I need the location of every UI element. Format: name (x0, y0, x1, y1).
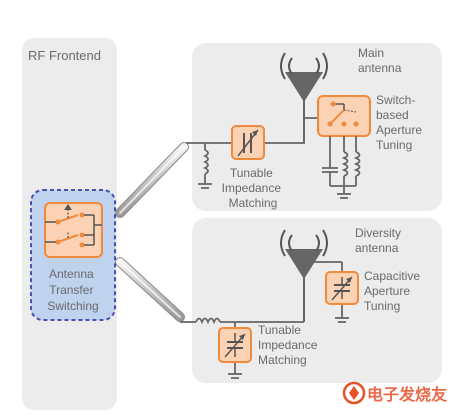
diversity-matching-label: Tunable Impedance Matching (258, 323, 321, 367)
ats-label: Antenna Transfer Switching (47, 267, 98, 313)
diversity-tunable-capacitor-icon (218, 327, 252, 363)
diversity-antenna-panel (192, 218, 442, 383)
watermark-text: 电子发烧友 (367, 385, 448, 404)
diversity-aperture-label: Capacitive Aperture Tuning (364, 269, 423, 313)
main-tunable-capacitor-icon (231, 125, 265, 160)
diversity-antenna-icon (280, 229, 328, 322)
watermark-logo: 电子发烧友 (342, 381, 448, 405)
main-aperture-switch-icon (317, 95, 371, 137)
rf-frontend-title: RF Frontend (28, 48, 101, 63)
diversity-antenna-label: Diversity antenna (355, 226, 404, 255)
main-antenna-icon (280, 52, 328, 124)
main-aperture-label: Switch- based Aperture Tuning (376, 93, 425, 152)
diversity-capacitive-tuner-icon (325, 271, 359, 305)
main-matching-label: Tunable Impedance Matching (222, 166, 285, 210)
coax-cable-lower (115, 257, 185, 322)
main-antenna-label: Main antenna (358, 46, 402, 75)
ats-switch-icon (44, 202, 103, 258)
main-wiring (186, 117, 320, 189)
coax-cable-upper (115, 142, 189, 218)
diversity-wiring (180, 261, 349, 379)
main-aperture-bank (322, 136, 361, 199)
